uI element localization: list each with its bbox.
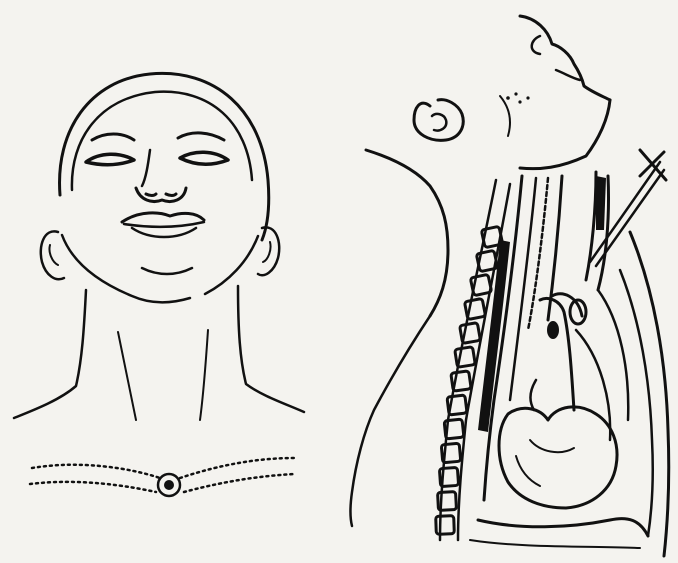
mouth-line: [124, 222, 204, 227]
stubble-dots: [506, 92, 529, 103]
chin: [142, 268, 192, 274]
jaw-profile: [520, 100, 610, 169]
jaw-right: [205, 236, 258, 294]
neck-left: [14, 290, 86, 418]
suprasternal-puncture-point: [164, 480, 174, 490]
heart-inner: [530, 440, 574, 452]
back-of-neck: [351, 316, 431, 526]
nose-profile: [532, 36, 540, 54]
ear-inner: [432, 114, 446, 131]
head-back: [366, 150, 448, 316]
diaphragm: [478, 519, 648, 536]
nose-bridge: [142, 150, 150, 186]
left-ear: [41, 231, 64, 279]
jaw-inner: [500, 96, 510, 136]
ear: [414, 100, 463, 141]
right-ear-inner: [263, 242, 271, 262]
neck-muscle-left: [118, 332, 136, 420]
mouth-lower-lip: [132, 228, 196, 237]
lips-profile: [556, 70, 580, 80]
right-eye: [180, 152, 228, 164]
front-view-panel: [14, 73, 304, 496]
neck-right: [238, 286, 304, 412]
neck-muscle-right: [200, 330, 208, 420]
right-eyebrow: [178, 133, 224, 140]
side-view-panel: [351, 16, 669, 556]
chest-wall-inner: [620, 270, 653, 536]
nostril-left: [146, 194, 156, 196]
left-ear-inner: [49, 245, 58, 265]
x-mark: [640, 150, 666, 180]
face-profile: [520, 16, 610, 100]
left-eye: [86, 154, 134, 165]
right-ear: [258, 227, 279, 275]
left-eyebrow: [92, 134, 134, 140]
jaw-left: [62, 235, 190, 302]
trachea-front: [586, 172, 609, 290]
nostril-right: [166, 194, 176, 196]
nose: [136, 188, 186, 202]
mouth-upper-lip: [122, 213, 204, 222]
